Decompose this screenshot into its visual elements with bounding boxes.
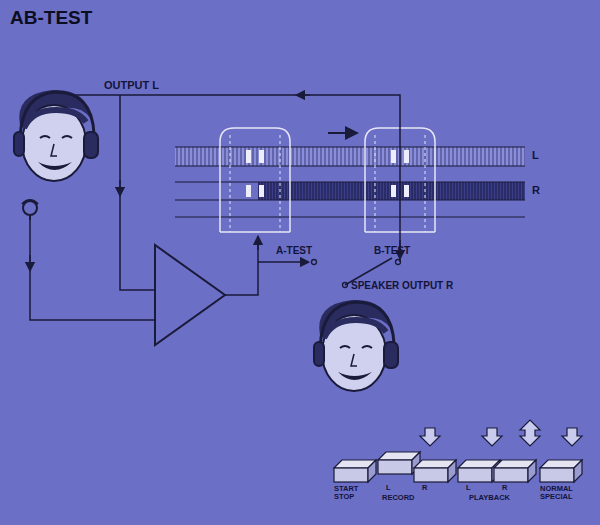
key-label: NORMAL SPECIAL <box>540 485 584 501</box>
signal-label: SPEAKER OUTPUT R <box>351 281 453 292</box>
key-label: L <box>466 484 471 492</box>
key-label: PLAYBACK <box>469 494 510 502</box>
signal-label: R <box>532 185 540 197</box>
signal-label: A-TEST <box>276 246 312 257</box>
signal-label: B-TEST <box>374 246 410 257</box>
key-label: START STOP <box>334 485 368 501</box>
key-label: R <box>502 484 507 492</box>
key-label: RECORD <box>382 494 415 502</box>
title: AB-TEST <box>10 8 92 28</box>
key-label: R <box>422 484 427 492</box>
signal-label: L <box>532 150 539 162</box>
key-label: L <box>386 484 391 492</box>
signal-label: OUTPUT L <box>104 80 159 92</box>
